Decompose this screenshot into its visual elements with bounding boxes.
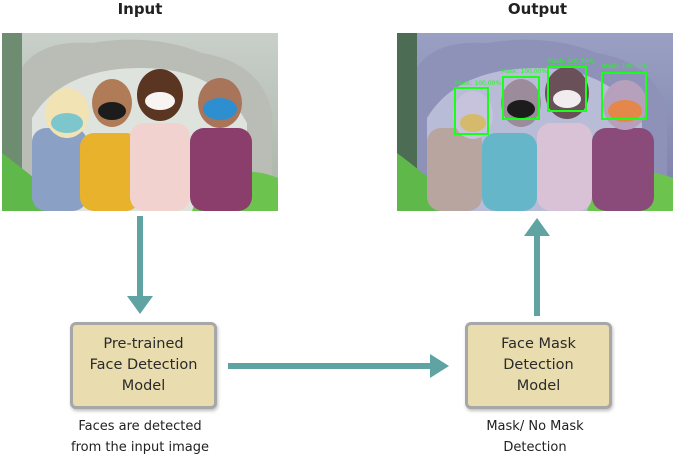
detection-box — [601, 72, 647, 120]
arrow-right-icon — [228, 354, 449, 378]
face-detection-caption: Faces are detected from the input image — [71, 419, 209, 455]
input-heading: Input — [117, 0, 163, 18]
detection-box — [454, 87, 489, 135]
arrow-down-icon — [127, 216, 153, 314]
detection-box — [502, 76, 540, 120]
face-detection-model-label: Pre-trained Face Detection Model — [89, 336, 198, 394]
mask-detection-caption: Mask/ No Mask Detection — [486, 419, 584, 455]
detection-label: Mask: 100.00% — [602, 63, 648, 70]
output-image: Mask: 100.00% Mask: 100.00% Mask: 100.00… — [397, 33, 673, 211]
arrow-up-icon — [524, 218, 550, 316]
face-mask-detection-model-box: Face Mask Detection Model — [465, 322, 612, 409]
face-mask-detection-model-label: Face Mask Detection Model — [501, 336, 576, 394]
input-image — [2, 33, 278, 211]
detection-label: Mask: 100.00% — [548, 58, 594, 65]
detection-box — [547, 66, 587, 112]
output-heading: Output — [507, 0, 568, 18]
detection-label: Mask: 100.00% — [501, 68, 547, 75]
face-detection-model-box: Pre-trained Face Detection Model — [70, 322, 217, 409]
detection-label: Mask: 100.00% — [455, 80, 501, 87]
